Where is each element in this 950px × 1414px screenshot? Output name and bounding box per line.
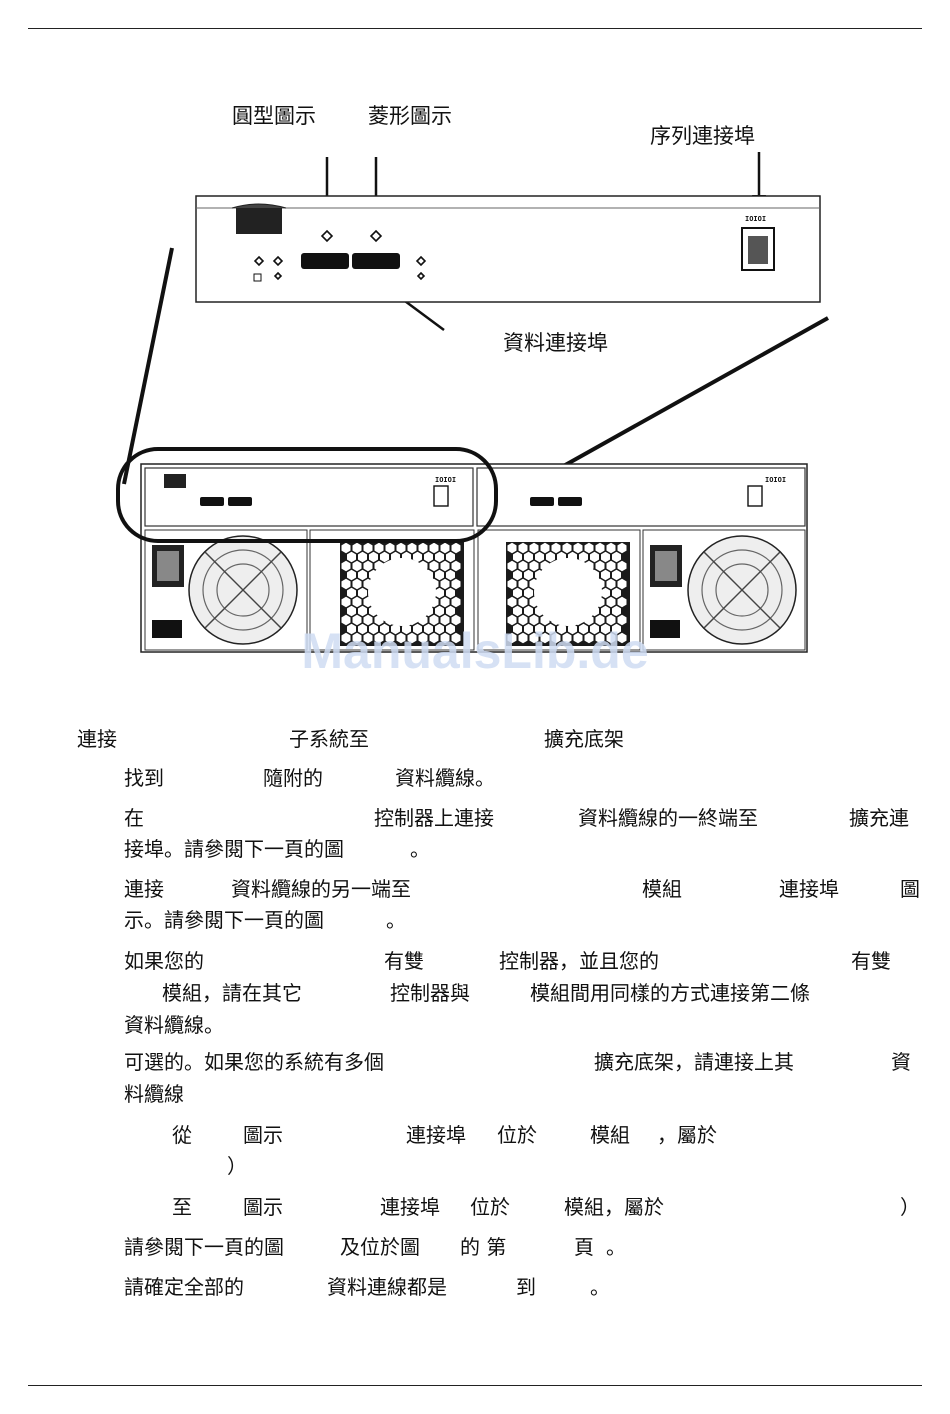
step2-f: 。 (410, 837, 430, 861)
step3-d: 連接埠 (779, 877, 839, 901)
step5b-a: 至 (172, 1195, 192, 1219)
step7-b: 資料連線都是 (327, 1275, 447, 1299)
diamond-icon (320, 229, 334, 243)
step6-b: 及位於圖 (340, 1235, 420, 1259)
heading-expansion: 擴充底架 (544, 727, 624, 751)
step5-a: 可選的。如果您的系統有多個 (124, 1050, 384, 1074)
step5-c: 資 (891, 1050, 911, 1074)
step3-g: 。 (386, 908, 406, 932)
step5a-g: ） (227, 1154, 247, 1178)
fan-vent-pattern (507, 542, 627, 644)
step1-a: 找到 (124, 766, 164, 790)
bottom-rule (28, 1385, 922, 1386)
serial-port-marking-a: IOIOI (435, 476, 456, 484)
step5b-d: 位於 (470, 1195, 510, 1219)
step2-a: 在 (124, 806, 144, 830)
zoom-line-left (122, 247, 174, 485)
step3-e: 圖 (900, 877, 920, 901)
step3-b: 資料纜線的另一端至 (231, 877, 411, 901)
heading-connect: 連接 (77, 727, 117, 751)
step5b-c: 連接埠 (380, 1195, 440, 1219)
label-diamond-icon: 菱形圖示 (368, 104, 452, 128)
data-port-1[interactable] (301, 253, 349, 269)
diamond-icon-2 (369, 229, 383, 243)
step5b-e: 模組，屬於 (564, 1195, 664, 1219)
step7-a: 請確定全部的 (124, 1275, 244, 1299)
step7-d: 。 (590, 1275, 610, 1299)
step3-a: 連接 (124, 877, 164, 901)
expansion-connection-figure: 圓型圖示 菱形圖示 序列連接埠 資料連接埠 IOIOI (116, 104, 829, 653)
step2-d: 擴充連 (849, 806, 909, 830)
step5b-b: 圖示 (243, 1195, 283, 1219)
highlight-callout (116, 447, 498, 543)
step4-d: 有雙 (851, 949, 891, 973)
fan-vent-pattern (341, 542, 461, 644)
ejector-latch[interactable] (236, 208, 282, 234)
step2-b: 控制器上連接 (374, 806, 494, 830)
step5a-f: ，屬於 (657, 1123, 717, 1147)
step7-c: 到 (516, 1275, 536, 1299)
step5b-f: ） (900, 1195, 920, 1219)
step2-c: 資料纜線的一終端至 (578, 806, 758, 830)
step6-d: 頁 (574, 1235, 594, 1259)
step5a-d: 位於 (497, 1123, 537, 1147)
step5a-b: 圖示 (243, 1123, 283, 1147)
label-serial-port: 序列連接埠 (650, 124, 755, 148)
step2-e: 接埠。請參閱下一頁的圖 (124, 837, 344, 861)
step4-f: 控制器與 (390, 981, 470, 1005)
step4-c: 控制器，並且您的 (499, 949, 659, 973)
step5a-a: 從 (172, 1123, 192, 1147)
top-rule (28, 28, 922, 29)
step4-a: 如果您的 (124, 949, 204, 973)
step5-b: 擴充底架，請連接上其 (594, 1050, 794, 1074)
serial-port-marking-b: IOIOI (765, 476, 786, 484)
serial-port-marking: IOIOI (745, 215, 766, 223)
step4-g: 模組間用同樣的方式連接第二條 (530, 981, 810, 1005)
step3-c: 模組 (642, 877, 682, 901)
step4-b: 有雙 (384, 949, 424, 973)
step6-e: 。 (606, 1235, 626, 1259)
label-data-port: 資料連接埠 (503, 331, 608, 355)
step1-b: 隨附的 (263, 766, 323, 790)
step4-h: 資料纜線。 (124, 1013, 224, 1037)
label-circle-icon: 圓型圖示 (232, 104, 316, 128)
step5-d: 料纜線 (124, 1082, 184, 1106)
step5a-e: 模組 (590, 1123, 630, 1147)
data-port-2[interactable] (352, 253, 400, 269)
heading-subsystem: 子系統至 (289, 727, 369, 751)
step6-a: 請參閱下一頁的圖 (124, 1235, 284, 1259)
enclosure-rear-view: IOIOI IOIOI (140, 463, 808, 653)
step4-e: 模組，請在其它 (162, 981, 302, 1005)
step3-f: 示。請參閱下一頁的圖 (124, 908, 324, 932)
step5a-c: 連接埠 (406, 1123, 466, 1147)
step1-c: 資料纜線。 (395, 766, 495, 790)
step6-c: 的 第 (460, 1235, 507, 1259)
controller-module-enlarged: IOIOI (195, 195, 821, 303)
